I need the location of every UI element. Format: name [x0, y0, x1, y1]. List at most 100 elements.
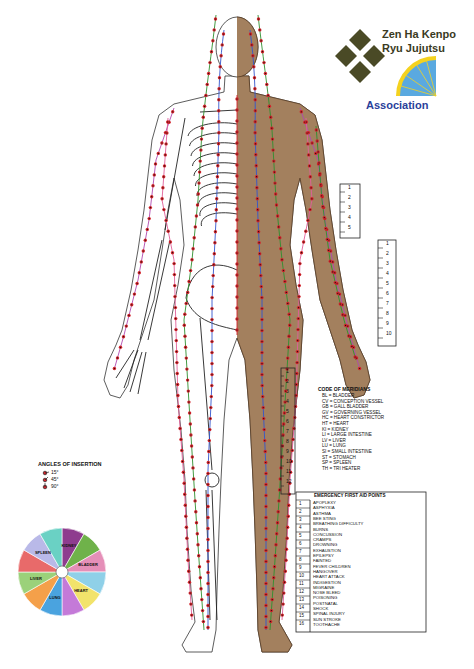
- acupoint-center: [203, 117, 204, 118]
- acupoint: [187, 400, 190, 403]
- acupoint-center: [178, 406, 179, 407]
- acupoint-center: [196, 522, 197, 523]
- ruler-number: 6: [286, 419, 289, 424]
- table-cell: CONCUSSION: [313, 533, 342, 537]
- meridian-code: LU = LUNG: [322, 444, 346, 449]
- acupoint: [235, 284, 238, 287]
- acupoint: [207, 450, 210, 453]
- acupoint-center: [285, 402, 286, 403]
- acupoint-center: [211, 330, 212, 331]
- acupoint-center: [310, 176, 311, 177]
- acupoint: [235, 317, 238, 320]
- acupoint-center: [347, 326, 348, 327]
- acupoint: [209, 406, 212, 409]
- acupoints: [113, 17, 362, 629]
- acupoint-center: [219, 88, 220, 89]
- acupoint-center: [190, 270, 191, 271]
- acupoint-center: [325, 228, 326, 229]
- tick: [340, 232, 345, 233]
- acupoint-center: [272, 588, 273, 589]
- acupoint-center: [150, 207, 151, 208]
- acupoint-center: [316, 129, 317, 130]
- acupoint-center: [307, 220, 308, 221]
- meridian: [114, 108, 174, 370]
- acupoint: [253, 76, 256, 79]
- acupoint-center: [198, 183, 199, 184]
- acupoint: [274, 554, 277, 557]
- meridian-code: SP = SPLEEN: [322, 461, 351, 466]
- acupoint-center: [307, 132, 308, 133]
- acupoint-center: [177, 395, 178, 396]
- acupoint: [186, 559, 189, 562]
- acupoint-center: [322, 206, 323, 207]
- acupoint: [297, 306, 300, 309]
- acupoint-center: [207, 484, 208, 485]
- acupoint-center: [265, 517, 266, 518]
- acupoint: [255, 164, 258, 167]
- acupoint-center: [141, 261, 142, 262]
- acupoint-center: [303, 241, 304, 242]
- acupoint-center: [274, 566, 275, 567]
- acupoint: [210, 50, 213, 53]
- ruler-number: 5: [286, 409, 289, 414]
- acupoint-center: [163, 176, 164, 177]
- acupoint: [193, 499, 196, 502]
- acupoint: [264, 461, 267, 464]
- acupoint-center: [198, 193, 199, 194]
- tick: [281, 406, 284, 407]
- acupoint: [282, 591, 285, 594]
- acupoint-center: [182, 461, 183, 462]
- acupoint-center: [310, 209, 311, 210]
- acupoint: [187, 389, 190, 392]
- acupoint: [281, 613, 284, 616]
- acupoint: [259, 263, 262, 266]
- acupoint-center: [205, 95, 206, 96]
- acupoint: [133, 292, 136, 295]
- acupoint: [162, 175, 165, 178]
- acupoint: [235, 295, 238, 298]
- ruler-number: 6: [386, 291, 389, 296]
- acupoint-center: [256, 165, 257, 166]
- acupoint: [285, 548, 288, 551]
- wheel-label: LIVER: [30, 577, 42, 581]
- acupoint: [217, 109, 220, 112]
- acupoint-center: [263, 418, 264, 419]
- acupoint-center: [185, 505, 186, 506]
- table-rule: [296, 532, 310, 533]
- acupoint: [185, 526, 188, 529]
- acupoint: [251, 54, 254, 57]
- acupoint-center: [236, 318, 237, 319]
- acupoint: [189, 422, 192, 425]
- acupoint-center: [265, 550, 266, 551]
- rulers: [281, 184, 426, 632]
- acupoint: [283, 411, 286, 414]
- acupoint: [300, 110, 303, 113]
- acupoint: [201, 609, 204, 612]
- acupoint-center: [265, 583, 266, 584]
- acupoint-center: [162, 198, 163, 199]
- acupoint: [319, 184, 322, 187]
- ruler-number: 4: [348, 215, 351, 220]
- acupoint-center: [200, 577, 201, 578]
- ruler-number: 8: [386, 311, 389, 316]
- acupoint: [273, 170, 276, 173]
- acupoint: [339, 302, 342, 305]
- wheel-label: HEART: [74, 589, 88, 593]
- acupoint: [235, 130, 238, 133]
- acupoint-center: [236, 252, 237, 253]
- acupoint: [196, 532, 199, 535]
- acupoint: [174, 317, 177, 320]
- acupoint-center: [265, 528, 266, 529]
- acupoint-center: [262, 385, 263, 386]
- acupoint: [252, 65, 255, 68]
- acupoint-center: [262, 396, 263, 397]
- acupoint-center: [218, 99, 219, 100]
- acupoint: [122, 335, 125, 338]
- acupoint: [125, 324, 128, 327]
- acupoint: [277, 510, 280, 513]
- meridian: [316, 126, 356, 360]
- acupoint: [119, 346, 122, 349]
- acupoint: [317, 161, 320, 164]
- acupoint-center: [265, 506, 266, 507]
- acupoint: [279, 477, 282, 480]
